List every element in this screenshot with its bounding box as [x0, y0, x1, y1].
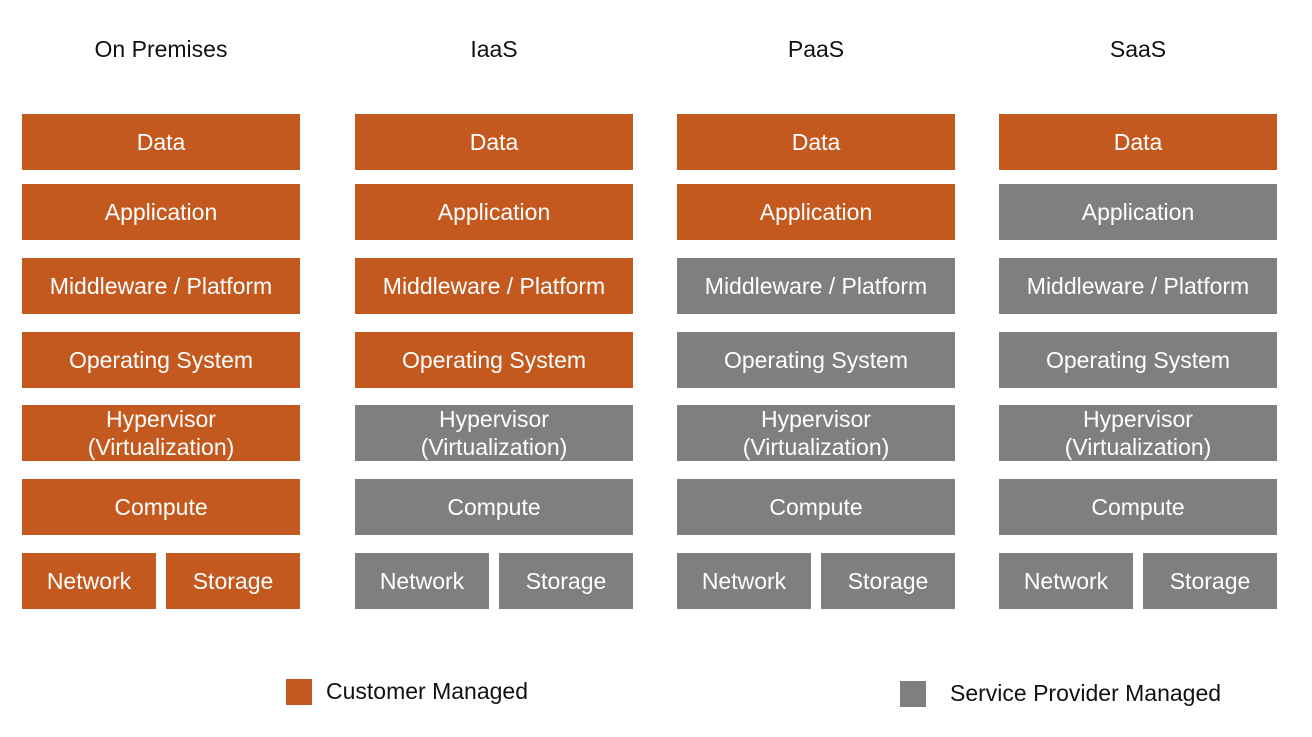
layer-compute: Compute [355, 479, 633, 535]
layer-data: Data [22, 114, 300, 170]
layer-network: Network [355, 553, 489, 609]
layer-storage: Storage [499, 553, 633, 609]
layer-middleware: Middleware / Platform [999, 258, 1277, 314]
layer-operating-system: Operating System [355, 332, 633, 388]
layer-data: Data [677, 114, 955, 170]
layer-hypervisor: Hypervisor (Virtualization) [355, 405, 633, 461]
layer-middleware: Middleware / Platform [22, 258, 300, 314]
layer-compute: Compute [677, 479, 955, 535]
column-title: On Premises [94, 36, 228, 62]
layer-middleware: Middleware / Platform [677, 258, 955, 314]
layer-middleware: Middleware / Platform [355, 258, 633, 314]
legend-label-provider: Service Provider Managed [950, 680, 1222, 706]
legend-provider-managed: Service Provider Managed [900, 680, 1221, 707]
layer-compute: Compute [22, 479, 300, 535]
column-iaas: IaaS Data Application Middleware / Platf… [355, 0, 633, 620]
layer-network: Network [999, 553, 1133, 609]
layer-compute: Compute [999, 479, 1277, 535]
column-paas: PaaS Data Application Middleware / Platf… [677, 0, 955, 620]
layer-data: Data [999, 114, 1277, 170]
layer-application: Application [999, 184, 1277, 240]
layer-hypervisor: Hypervisor (Virtualization) [999, 405, 1277, 461]
column-title: SaaS [1109, 36, 1167, 62]
layer-hypervisor: Hypervisor (Virtualization) [22, 405, 300, 461]
layer-data: Data [355, 114, 633, 170]
legend-label-customer: Customer Managed [326, 678, 528, 704]
legend-swatch-provider [900, 680, 926, 707]
legend-swatch-customer [286, 678, 312, 705]
layer-hypervisor: Hypervisor (Virtualization) [677, 405, 955, 461]
legend-customer-managed: Customer Managed [286, 678, 528, 705]
layer-storage: Storage [1143, 553, 1277, 609]
layer-network: Network [22, 553, 156, 609]
column-on-premises: On Premises Data Application Middleware … [22, 0, 300, 620]
layer-application: Application [677, 184, 955, 240]
column-title: IaaS [470, 36, 518, 62]
column-title: PaaS [787, 36, 845, 62]
layer-application: Application [355, 184, 633, 240]
layer-operating-system: Operating System [999, 332, 1277, 388]
layer-operating-system: Operating System [677, 332, 955, 388]
layer-operating-system: Operating System [22, 332, 300, 388]
layer-network: Network [677, 553, 811, 609]
layer-application: Application [22, 184, 300, 240]
layer-storage: Storage [821, 553, 955, 609]
layer-storage: Storage [166, 553, 300, 609]
column-saas: SaaS Data Application Middleware / Platf… [999, 0, 1277, 620]
